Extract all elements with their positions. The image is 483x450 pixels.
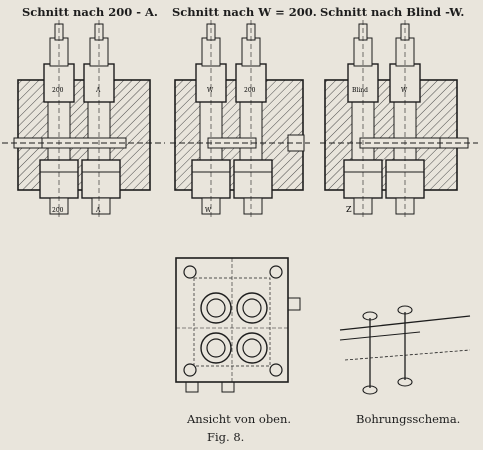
top-view bbox=[175, 257, 301, 393]
section-right: Blind W Z bbox=[320, 20, 478, 220]
label-mid-bottom: W bbox=[205, 207, 212, 214]
label-right-b: W bbox=[401, 87, 408, 94]
label-mid-a: W bbox=[207, 87, 214, 94]
section-middle: W 200 W bbox=[170, 20, 310, 220]
section-left: 200 A 200 A bbox=[2, 20, 165, 220]
caption-scheme: Bohrungsschema. bbox=[356, 412, 461, 426]
bore-scheme bbox=[339, 305, 471, 395]
title-left: Schnitt nach 200 - A. bbox=[22, 5, 158, 19]
caption-top-view: Ansicht von oben. bbox=[187, 412, 292, 426]
caption-fig: Fig. 8. bbox=[207, 430, 245, 444]
label-left-a: 200 bbox=[52, 87, 64, 94]
label-bottom-a: 200 bbox=[52, 207, 64, 214]
label-right-a: Blind bbox=[352, 87, 368, 94]
label-right-bottom: Z bbox=[346, 205, 352, 214]
label-mid-b: 200 bbox=[244, 87, 256, 94]
label-left-b: A bbox=[95, 87, 101, 94]
title-right: Schnitt nach Blind -W. bbox=[320, 5, 465, 19]
title-middle: Schnitt nach W = 200. bbox=[172, 5, 317, 19]
label-bottom-b: A bbox=[95, 207, 101, 214]
